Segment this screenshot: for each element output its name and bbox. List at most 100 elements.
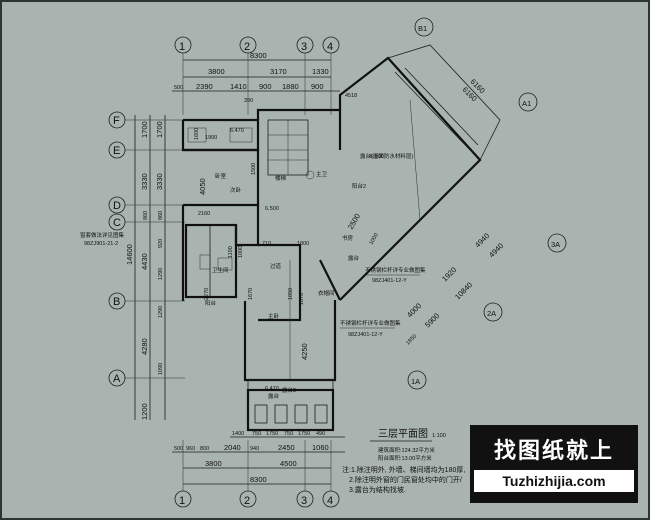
dim-text: 1670 bbox=[299, 293, 305, 305]
room-label: 楼梯 bbox=[275, 174, 287, 182]
dim-text: 5900 bbox=[423, 311, 441, 329]
grid-lines bbox=[125, 53, 332, 491]
dim-text: 3800 bbox=[205, 459, 222, 468]
axis-label: 1 bbox=[179, 495, 185, 507]
room-label: 露台3 bbox=[282, 386, 296, 394]
dim-text: 6.470 bbox=[265, 386, 279, 392]
diagonal-axis-markers: B1 A1 3A 2A 1A bbox=[407, 17, 567, 390]
axis-label: 2 bbox=[244, 41, 250, 53]
logo-chinese-text: 找图纸就上 bbox=[493, 439, 614, 464]
axis-label: A1 bbox=[522, 99, 531, 108]
dim-text: 1050 bbox=[288, 288, 294, 300]
axis-label: D bbox=[113, 200, 121, 212]
axis-label: C bbox=[113, 217, 121, 229]
room-label: 卫生间 bbox=[212, 266, 229, 274]
dim-text: 500 bbox=[174, 85, 183, 91]
dim-text: 1290 bbox=[158, 268, 164, 280]
plan-title: 三层平面图 bbox=[378, 428, 428, 440]
callout-text: 98ZJ401-12-Y bbox=[348, 332, 383, 338]
dim-text: 1750 bbox=[266, 431, 278, 437]
callout-text: 不锈钢栏杆详专业做图集 bbox=[365, 266, 426, 274]
dim-text: 1410 bbox=[230, 82, 247, 91]
dim-text: 1290 bbox=[158, 306, 164, 318]
dim-text: 2040 bbox=[224, 443, 241, 452]
dim-text: 1920 bbox=[440, 265, 458, 283]
dim-text: 4280 bbox=[140, 338, 149, 355]
interior-dimensions: 4518 2500 1000 1050 1670 4250 710 1800 1… bbox=[194, 93, 384, 392]
dim-text: 800 bbox=[200, 446, 209, 452]
bottom-dimensions: 1400 750 1750 750 1750 490 500 960 800 2… bbox=[172, 431, 345, 485]
left-axis-markers: F E D C B A bbox=[108, 111, 126, 387]
dim-text: 920 bbox=[158, 239, 164, 248]
dim-text: 750 bbox=[284, 431, 293, 437]
room-label: 过道 bbox=[270, 262, 282, 270]
dim-text: 4250 bbox=[300, 343, 309, 360]
dim-text: 1900 bbox=[205, 135, 217, 141]
dim-text: 860 bbox=[143, 211, 149, 220]
dim-text: 4050 bbox=[198, 178, 207, 195]
room-label: 衣帽间 bbox=[318, 289, 335, 297]
area-text: 阳台面积:13.00平方米 bbox=[378, 454, 432, 462]
dim-text: 750 bbox=[252, 431, 261, 437]
dim-text: 2500 bbox=[346, 212, 362, 231]
dim-text: 1000 bbox=[238, 246, 244, 258]
top-dimensions: 8300 3800 3170 1330 500 2390 1410 900 18… bbox=[172, 51, 340, 104]
axis-label: B bbox=[113, 296, 120, 308]
dim-text: 2270 bbox=[204, 288, 210, 300]
dim-text: 2450 bbox=[278, 443, 295, 452]
room-label: 次卧 bbox=[230, 186, 242, 194]
bottom-axis-markers: 1 2 3 4 bbox=[174, 490, 340, 508]
axis-label: 3 bbox=[301, 41, 307, 53]
dim-text: 8300 bbox=[250, 51, 267, 60]
dim-text: 4000 bbox=[405, 301, 423, 319]
dim-text: 4518 bbox=[345, 93, 357, 99]
dim-text: 940 bbox=[250, 446, 259, 452]
dim-text: 4500 bbox=[280, 459, 297, 468]
dim-text: 2160 bbox=[198, 211, 210, 217]
room-label: 阳台 bbox=[205, 299, 217, 307]
axis-label: F bbox=[113, 115, 120, 127]
dim-text: 960 bbox=[186, 446, 195, 452]
dim-text: 4940 bbox=[487, 241, 505, 259]
axis-label: E bbox=[113, 145, 120, 157]
dim-text: 1800 bbox=[297, 241, 309, 247]
dim-text: 1600 bbox=[194, 128, 200, 140]
dim-text: 2390 bbox=[196, 82, 213, 91]
room-label: 露台 bbox=[348, 254, 360, 262]
dim-text: 1200 bbox=[140, 403, 149, 420]
axis-label: 4 bbox=[327, 41, 333, 53]
dim-text: 710 bbox=[262, 241, 271, 247]
diagonal-dimensions: 6160 6160 4940 4940 1920 10840 5900 4000… bbox=[405, 77, 505, 346]
room-label: 书房 bbox=[342, 234, 354, 242]
logo-url-text: Tuzhizhijia.com bbox=[474, 470, 634, 492]
axis-label: 1A bbox=[411, 377, 420, 386]
dim-text: 3330 bbox=[155, 173, 164, 190]
dim-text: 1000 bbox=[369, 232, 380, 246]
callout-text: 98ZJ401-12-Y bbox=[372, 278, 407, 284]
room-labels: 卧室 卫生间 主卧 露台 露台 阳台 过道 楼梯 主卫 衣帽间 书房 露台3 阳… bbox=[205, 170, 366, 400]
axis-label: 2A bbox=[487, 309, 496, 318]
dim-text: 8300 bbox=[250, 475, 267, 484]
dim-text: 1060 bbox=[312, 443, 329, 452]
axis-label: 2 bbox=[244, 495, 250, 507]
dim-text: 1700 bbox=[140, 121, 149, 138]
dim-text: 3330 bbox=[140, 173, 149, 190]
dim-text: 490 bbox=[316, 431, 325, 437]
plan-scale: 1:100 bbox=[432, 433, 446, 439]
room-label: 主卫 bbox=[316, 170, 328, 178]
dim-text: 6.470 bbox=[230, 128, 244, 134]
room-label: 主卧 bbox=[268, 312, 280, 320]
callout-text: 露台(屋面防水材料层) bbox=[360, 152, 413, 160]
dim-text: 1400 bbox=[232, 431, 244, 437]
dim-text: 860 bbox=[158, 211, 164, 220]
axis-label: B1 bbox=[418, 24, 427, 33]
axis-label: 3 bbox=[301, 495, 307, 507]
dim-text: 14600 bbox=[125, 244, 134, 265]
left-dimensions: 14600 1700 3330 860 4430 4280 1200 1700 … bbox=[125, 115, 166, 420]
dim-text: 1880 bbox=[282, 82, 299, 91]
axis-label: 4 bbox=[327, 495, 333, 507]
note-line: 注:1.除注明外, 外墙、梯间墙均为180厚, bbox=[342, 465, 465, 474]
dim-text: 4940 bbox=[473, 231, 491, 249]
dim-text: 1190 bbox=[228, 246, 234, 258]
